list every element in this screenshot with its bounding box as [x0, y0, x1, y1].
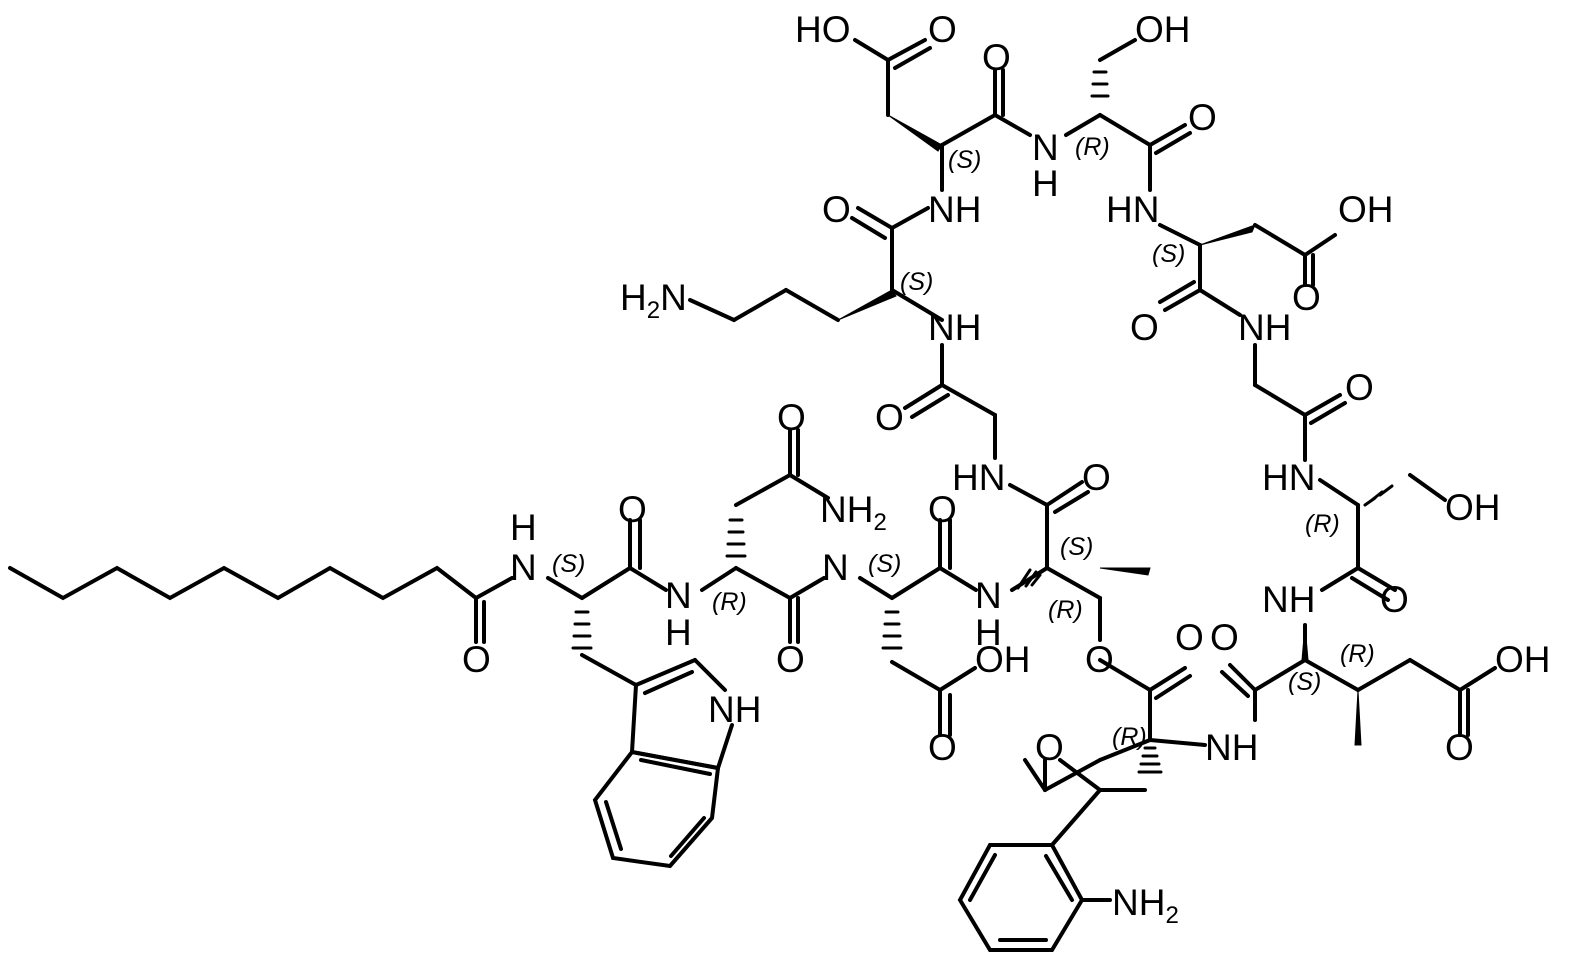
atom-o-asp3-acid: O: [928, 727, 957, 768]
stereo-ser2: (R): [1305, 510, 1340, 538]
hashed-bonds: [571, 70, 1394, 774]
stereo-asp3: (S): [868, 550, 901, 578]
stereo-thr-beta: (R): [1048, 596, 1083, 624]
stereo-trp: (S): [552, 550, 585, 578]
atom-o-mglu-co: O: [1210, 617, 1239, 658]
atom-h-trp: H: [510, 507, 537, 548]
mglu-methyl-wedge: [1354, 689, 1362, 746]
atom-nh-kyn: NH: [1205, 727, 1258, 768]
atom-ho-asp1: HO: [795, 9, 851, 50]
stereo-thr-alpha: (S): [1060, 533, 1093, 561]
atom-n-ser1: N: [1032, 127, 1059, 168]
atom-o-ester: O: [1085, 639, 1114, 680]
stereo-bonds: [571, 70, 1394, 774]
atom-hn-gly1: HN: [952, 457, 1005, 498]
thr-methyl-wedge: [1099, 567, 1151, 576]
atom-o-ser1-co: O: [1188, 97, 1217, 138]
atom-o-kyn-ketone: O: [1035, 727, 1064, 768]
atom-nh2-asn: NH2: [820, 489, 887, 536]
atom-h2n-orn: H2N: [620, 277, 687, 324]
atom-h-thr: H: [975, 612, 1002, 653]
atom-o-asp1-co: O: [982, 37, 1011, 78]
stereo-asn: (R): [712, 588, 747, 616]
atom-o-ser2-co: O: [1380, 579, 1409, 620]
atom-n-thr: N: [975, 575, 1002, 616]
stereo-asp2: (S): [1152, 240, 1185, 268]
atom-nh-indole: NH: [708, 689, 761, 730]
atom-o-orn-co: O: [822, 189, 851, 230]
atom-o-thr-co: O: [1082, 457, 1111, 498]
atom-labels: HO O OH O N H O O NH HN OH O H2N NH O NH…: [462, 9, 1551, 929]
atom-o-kyn-co: O: [1175, 617, 1204, 658]
atom-n-trp: N: [510, 547, 537, 588]
atom-o-gly1-co: O: [875, 397, 904, 438]
atom-nh-mglu: NH: [1262, 579, 1315, 620]
atom-h-asn: H: [665, 612, 692, 653]
atom-oh-asp3: OH: [975, 639, 1031, 680]
atom-oh-ser2: OH: [1445, 487, 1501, 528]
atom-o-asp2-acid: O: [1292, 277, 1321, 318]
asp1-wedge: [887, 114, 943, 152]
atom-o-gly2-co: O: [1345, 367, 1374, 408]
atom-nh-asp1: NH: [928, 189, 981, 230]
stereo-orn: (S): [900, 268, 933, 296]
atom-nh2-kyn: NH2: [1112, 882, 1179, 929]
bond-network: [8, 38, 1497, 952]
atom-hn-asp2: HN: [1106, 189, 1159, 230]
atom-hn-ser2: HN: [1262, 457, 1315, 498]
atom-o-asp2-co: O: [1130, 307, 1159, 348]
stereo-kyn: (R): [1112, 723, 1147, 751]
atom-o-mglu-acid: O: [1445, 727, 1474, 768]
atom-o-asp3-co: O: [928, 489, 957, 530]
stereo-mglu-alpha: (S): [1288, 668, 1321, 696]
atom-n-asp3: N: [822, 547, 849, 588]
atom-nh-gly2: NH: [1238, 307, 1291, 348]
stereo-asp1: (S): [948, 146, 981, 174]
asp2-wedge: [1199, 224, 1256, 246]
atom-oh-mglu: OH: [1495, 639, 1551, 680]
atom-o-trp-co: O: [618, 489, 647, 530]
atom-n-asn: N: [665, 575, 692, 616]
mglu-alpha-wedge: [1301, 624, 1309, 661]
stereo-mglu-beta: (R): [1340, 640, 1375, 668]
atom-o-asp1-acid: O: [928, 9, 957, 50]
decanoyl-chain: [8, 565, 478, 601]
atom-o-asn-side: O: [777, 397, 806, 438]
atom-oh-ser1: OH: [1135, 9, 1191, 50]
orn-wedge: [837, 289, 897, 321]
atom-o-dec-co: O: [462, 639, 491, 680]
atom-o-asn-co: O: [776, 639, 805, 680]
stereo-ser1: (R): [1075, 133, 1110, 161]
atom-nh-orn: NH: [928, 307, 981, 348]
atom-oh-asp2: OH: [1338, 189, 1394, 230]
atom-h-ser1: H: [1032, 163, 1059, 204]
stereo-descriptors: (S) (R) (S) (S) (S) (R) (R) (S) (R) (S) …: [552, 133, 1375, 751]
